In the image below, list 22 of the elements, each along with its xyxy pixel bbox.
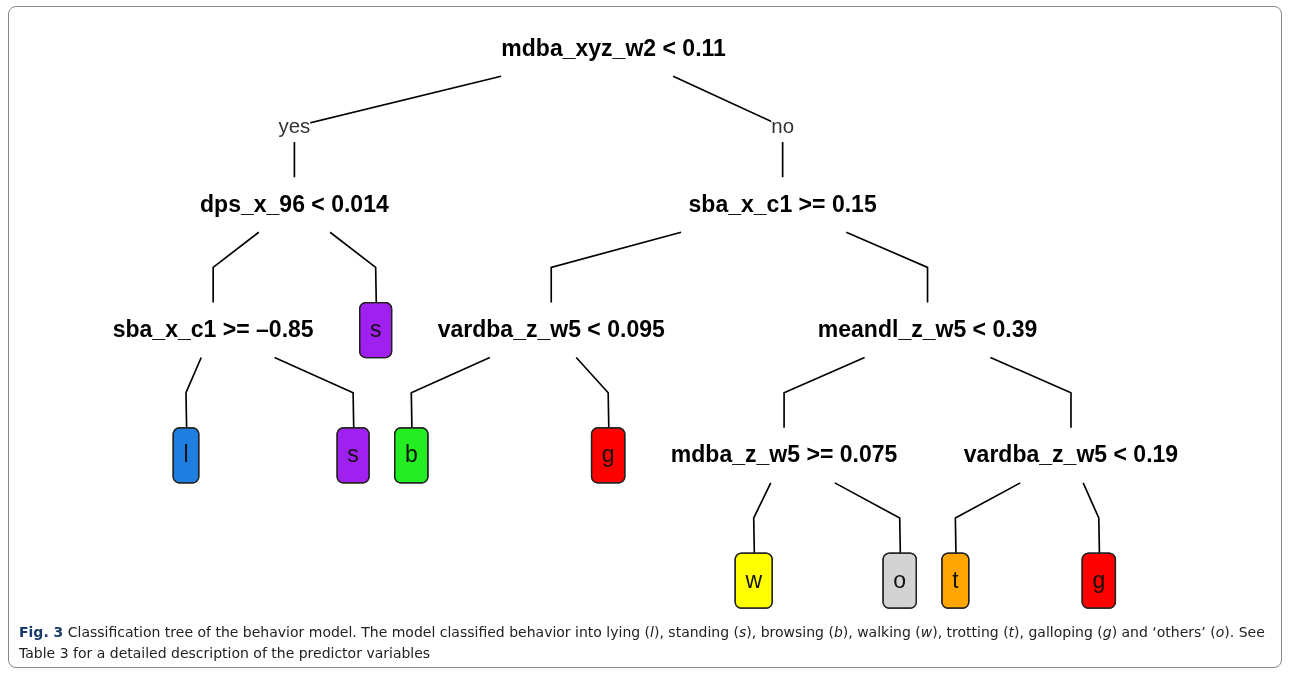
- node-text: vardba_z_w5 < 0.095: [437, 316, 665, 343]
- figure-caption: Fig. 3 Classification tree of the behavior model. The model classified behavior into lying (l), standing (s), browsing (b), walking (w), trotting (t), galloping (g) and ‘others’ (o). See Table 3 for a detailed description of the predictor variables: [19, 623, 1266, 663]
- edge-label: yes: [278, 115, 310, 137]
- node-text: meandl_z_w5 < 0.39: [817, 316, 1037, 343]
- node-text: sba_x_c1 >= 0.15: [688, 191, 877, 217]
- edge-label: no: [770, 115, 794, 137]
- connector: [989, 356, 1072, 429]
- classification-tree: yes no mdba_xyz_w2 < 0.11 dps_x_96 < 0.014 sba_x_c1 >= 0.15 sba_x_c1 >= –0.85 s vardba_z_w5 < 0.095 meandl_z_w5 < 0.39 l s b g mdba_z_w5 >= 0.075 vardba_z_w5 < 0.19 w o t g: [81, 11, 1209, 619]
- connector: [328, 231, 377, 304]
- connector: [844, 231, 928, 304]
- connector: [1081, 482, 1100, 555]
- node-text: vardba_z_w5 < 0.19: [963, 441, 1178, 468]
- connector: [752, 482, 772, 555]
- connector: [782, 356, 865, 429]
- connector: [211, 231, 260, 304]
- node-text: mdba_xyz_w2 < 0.11: [500, 35, 726, 61]
- node-text: dps_x_96 < 0.014: [199, 191, 389, 217]
- connector: [833, 482, 901, 555]
- node-text: mdba_z_w5 >= 0.075: [670, 441, 897, 468]
- connector: [549, 231, 682, 304]
- node-text: sba_x_c1 >= –0.85: [112, 316, 314, 343]
- connector: [954, 482, 1021, 555]
